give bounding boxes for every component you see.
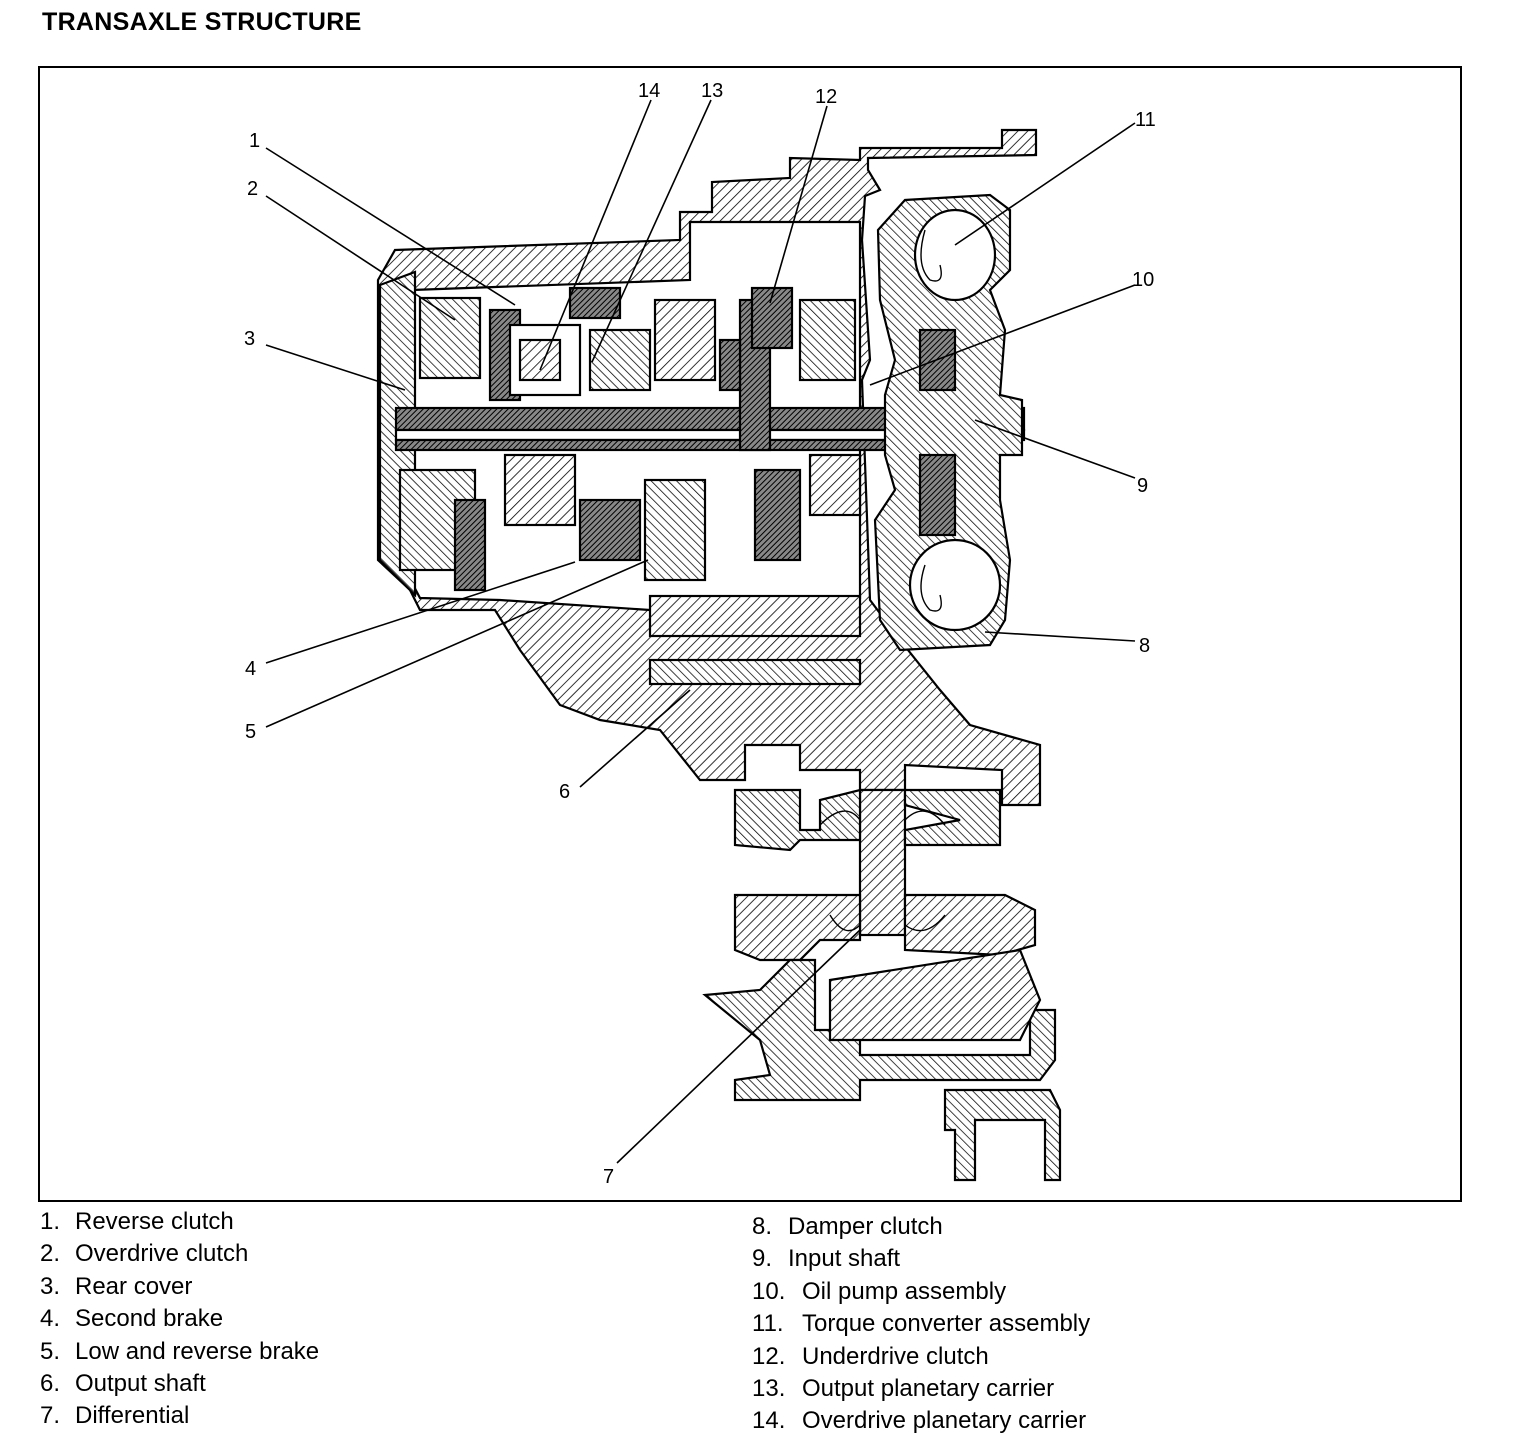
legend-item: 5.Low and reverse brake [40,1337,320,1365]
legend-item: 10.Oil pump assembly [752,1277,1007,1305]
legend-item: 4.Second brake [40,1305,224,1333]
callout-11: 11 [1135,109,1156,131]
callout-3: 3 [244,328,255,350]
page-title: TRANSAXLE STRUCTURE [42,8,362,36]
callout-14: 14 [638,80,660,102]
legend-item: 3.Rear cover [40,1272,193,1300]
clutch-packs-upper [418,286,857,402]
legend-item: 8.Damper clutch [752,1213,943,1240]
callout-2: 2 [247,178,258,200]
legend-item: 1.Reverse clutch [40,1208,234,1235]
differential-assembly [702,788,1062,1182]
callout-10: 10 [1132,269,1154,291]
legend-item: 7.Differential [40,1402,190,1430]
callout-6: 6 [559,781,570,803]
callout-12: 12 [815,86,837,108]
callout-13: 13 [701,80,723,102]
callout-9: 9 [1137,475,1148,497]
callout-4: 4 [245,658,256,680]
legend-item: 9.Input shaft [752,1245,901,1273]
legend-right-column: 8.Damper clutch 9.Input shaft 10.Oil pum… [752,1211,1090,1438]
clutch-packs-lower [398,453,862,686]
torque-converter [873,193,1024,652]
callout-7: 7 [603,1166,614,1188]
legend-item: 13.Output planetary carrier [752,1375,1055,1403]
callout-1: 1 [249,130,260,152]
callout-8: 8 [1139,635,1150,657]
legend-item: 14.Overdrive planetary carrier [752,1407,1087,1435]
legend-item: 2.Overdrive clutch [40,1240,249,1268]
leader-lines [265,99,1136,1164]
legend-item: 11.Torque converter assembly [752,1310,1091,1338]
legend-item: 6.Output shaft [40,1370,206,1398]
legend-item: 12.Underdrive clutch [752,1342,989,1370]
callout-5: 5 [245,721,256,743]
legend-left-column: 1.Reverse clutch 2.Overdrive clutch 3.Re… [40,1206,319,1433]
callout-numbers: 1 2 3 4 5 6 7 8 9 10 11 12 13 14 [244,80,1156,1188]
